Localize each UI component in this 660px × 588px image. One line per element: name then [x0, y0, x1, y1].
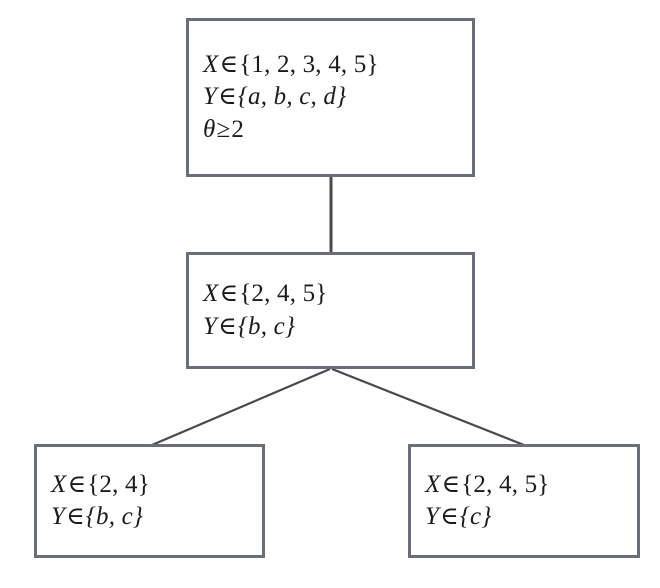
node-middle[interactable]: X∈{2, 4, 5} Y∈{b, c} — [186, 252, 475, 369]
set-values: {2, 4, 5} — [461, 470, 550, 498]
node-root-line-2: Y∈{a, b, c, d} — [189, 81, 472, 114]
set-values: {2, 4, 5} — [239, 280, 328, 307]
node-middle-line-2: Y∈{b, c} — [189, 311, 472, 344]
relation-greater-equal: ≥ — [216, 115, 231, 143]
relation-member-of: ∈ — [440, 503, 459, 530]
edge-middle-to-leaf-left — [151, 367, 331, 447]
variable-x: X — [425, 470, 441, 498]
variable-y: Y — [51, 503, 66, 530]
relation-member-of: ∈ — [441, 470, 461, 498]
relation-member-of: ∈ — [67, 470, 87, 498]
set-values: {2, 4} — [87, 470, 150, 498]
node-leaf-right-line-1: X∈{2, 4, 5} — [411, 469, 637, 502]
node-middle-line-1: X∈{2, 4, 5} — [189, 278, 472, 311]
set-values: {c} — [459, 503, 492, 530]
threshold-value: 2 — [231, 115, 245, 143]
set-values: {a, b, c, d} — [237, 83, 347, 111]
variable-y: Y — [203, 83, 218, 111]
set-values: {1, 2, 3, 4, 5} — [239, 50, 379, 78]
node-leaf-left-line-1: X∈{2, 4} — [37, 469, 262, 502]
variable-theta: θ — [203, 115, 216, 143]
node-leaf-right[interactable]: X∈{2, 4, 5} Y∈{c} — [408, 444, 640, 558]
relation-member-of: ∈ — [218, 83, 237, 111]
relation-member-of: ∈ — [218, 312, 237, 340]
node-leaf-left[interactable]: X∈{2, 4} Y∈{b, c} — [34, 444, 265, 558]
relation-member-of: ∈ — [219, 50, 239, 78]
node-root-line-3: θ≥2 — [189, 114, 472, 147]
set-values: {b, c} — [237, 312, 296, 340]
variable-x: X — [51, 470, 67, 498]
relation-member-of: ∈ — [219, 280, 239, 307]
variable-y: Y — [425, 503, 440, 530]
edge-middle-to-leaf-right — [331, 367, 525, 447]
set-values: {b, c} — [85, 503, 144, 530]
node-root[interactable]: X∈{1, 2, 3, 4, 5} Y∈{a, b, c, d} θ≥2 — [186, 18, 475, 177]
variable-x: X — [203, 280, 219, 307]
node-leaf-left-line-2: Y∈{b, c} — [37, 501, 262, 534]
node-leaf-right-line-2: Y∈{c} — [411, 501, 637, 534]
relation-member-of: ∈ — [66, 503, 85, 530]
variable-y: Y — [203, 312, 218, 340]
node-root-line-1: X∈{1, 2, 3, 4, 5} — [189, 49, 472, 82]
variable-x: X — [203, 50, 219, 78]
